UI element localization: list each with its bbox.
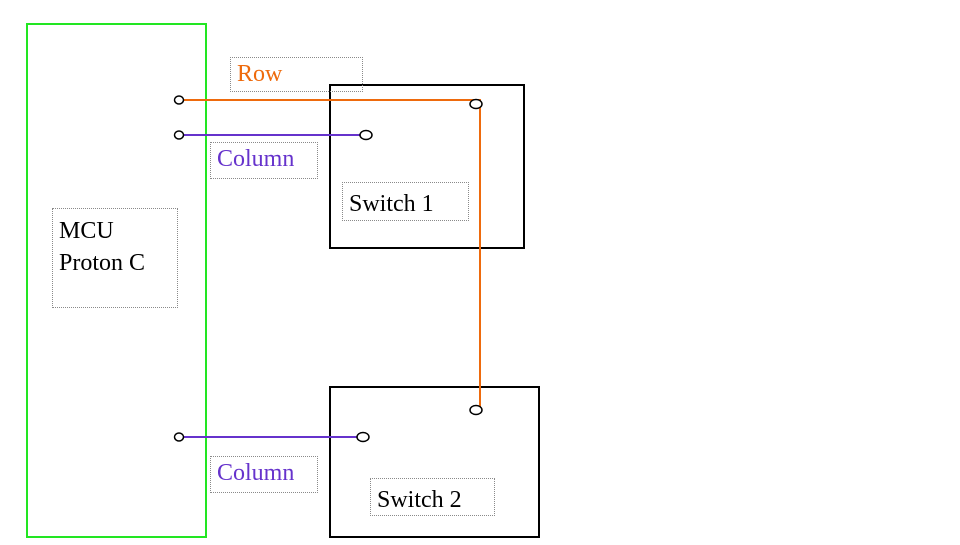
switch-2-column-pin — [356, 431, 370, 443]
mcu-row-pin — [173, 95, 185, 105]
mcu-column-pin-2 — [173, 432, 185, 442]
row-wire-label: Row — [230, 57, 363, 92]
mcu-board — [26, 23, 207, 538]
switch-2-row-pin — [469, 404, 483, 416]
switch-1-box — [329, 84, 525, 249]
mcu-label-line-1: MCU — [59, 218, 114, 244]
mcu-column-pin-1 — [173, 130, 185, 140]
switch-1-row-pin — [469, 98, 483, 110]
switch-1-column-pin — [359, 129, 373, 141]
mcu-label: MCU Proton C — [52, 208, 178, 308]
switch-1-label: Switch 1 — [342, 182, 469, 221]
switch-2-label: Switch 2 — [370, 478, 495, 516]
mcu-label-line-2: Proton C — [59, 250, 146, 276]
switch-2-box — [329, 386, 540, 538]
column-wire-2-label: Column — [210, 456, 318, 493]
column-wire-1-label: Column — [210, 142, 318, 179]
